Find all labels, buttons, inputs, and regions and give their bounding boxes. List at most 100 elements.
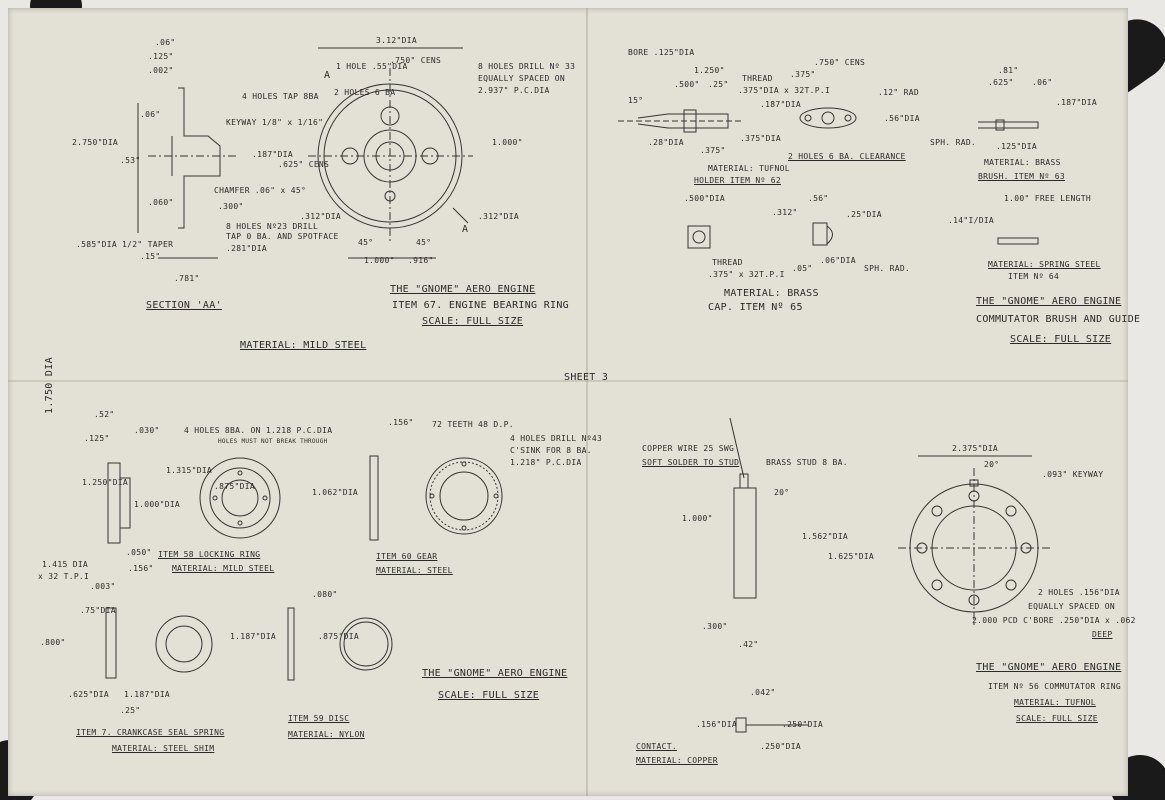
- dim-label: 1.218" P.C.DIA: [510, 458, 582, 467]
- dim-label: .625": [988, 78, 1014, 87]
- item-label: ITEM 59 DISC: [288, 714, 350, 723]
- dim-label: .500"DIA: [684, 194, 725, 203]
- section-label: SECTION 'AA': [146, 300, 222, 311]
- title-line: THE "GNOME" AERO ENGINE: [976, 296, 1122, 307]
- item-label: ITEM 58 LOCKING RING: [158, 550, 261, 559]
- dim-label: .375" x 32T.P.I: [708, 270, 785, 279]
- locking-ring-views: [105, 455, 503, 681]
- dim-label: .56"DIA: [884, 114, 920, 123]
- title-line: THE "GNOME" AERO ENGINE: [422, 668, 568, 679]
- material-note: MATERIAL: BRASS: [984, 158, 1061, 167]
- dim-label: .281"DIA: [226, 244, 267, 253]
- dim-label: .75"DIA: [80, 606, 116, 615]
- section-mark: A: [462, 224, 469, 235]
- dim-label: .05": [792, 264, 813, 273]
- item-label: BRUSH. ITEM Nº 63: [978, 172, 1065, 181]
- title-line: THE "GNOME" AERO ENGINE: [390, 284, 536, 295]
- horizontal-fold: [8, 380, 1128, 382]
- dim-label: .25"DIA: [846, 210, 882, 219]
- dim-label: THREAD: [712, 258, 743, 267]
- dim-label: .125": [148, 52, 174, 61]
- dim-label: .156"DIA: [696, 720, 737, 729]
- dim-label: EQUALLY SPACED ON: [1028, 602, 1115, 611]
- title-line: ITEM 67. ENGINE BEARING RING: [392, 300, 569, 311]
- dim-label: .080": [312, 590, 338, 599]
- dim-label: .300": [702, 622, 728, 631]
- dim-label: .187"DIA: [760, 100, 801, 109]
- dim-label: 8 HOLES Nº23 DRILL: [226, 222, 319, 231]
- material-note: MATERIAL: TUFNOL: [1014, 698, 1096, 707]
- dim-label: .06"DIA: [820, 256, 856, 265]
- dim-label: .53": [120, 156, 141, 165]
- dim-label: 1.315"DIA: [166, 466, 213, 475]
- holder-side-view: [618, 107, 1039, 249]
- dim-label: .003": [90, 582, 116, 591]
- dim-label: 1 HOLE .55"DIA: [336, 62, 408, 71]
- dim-label: 1.000": [364, 256, 395, 265]
- dim-label: 45°: [358, 238, 374, 247]
- dim-label: THREAD: [742, 74, 773, 83]
- dim-label: .56": [808, 194, 829, 203]
- dim-label: .42": [738, 640, 759, 649]
- dim-label: SPH. RAD.: [930, 138, 977, 147]
- dim-label: 1.00" FREE LENGTH: [1004, 194, 1091, 203]
- dim-label: .875"DIA: [318, 632, 359, 641]
- dim-label: .800": [40, 638, 66, 647]
- dim-label: 1.415 DIA: [42, 560, 89, 569]
- dim-label: .375"DIA: [740, 134, 781, 143]
- title-line: SCALE: FULL SIZE: [1010, 334, 1112, 345]
- dim-label: 1.750 DIA: [44, 357, 55, 414]
- dim-label: BORE .125"DIA: [628, 48, 695, 57]
- item-label: ITEM 60 GEAR: [376, 552, 438, 561]
- material-note: MATERIAL: MILD STEEL: [240, 340, 367, 351]
- material-note: MATERIAL: NYLON: [288, 730, 365, 739]
- dim-label: 72 TEETH 48 D.P.: [432, 420, 514, 429]
- material-note: MATERIAL: COPPER: [636, 756, 718, 765]
- dim-label: 1.562"DIA: [802, 532, 849, 541]
- dim-label: 20°: [984, 460, 1000, 469]
- title-line: ITEM Nº 56 COMMUTATOR RING: [988, 682, 1122, 691]
- dim-label: BRASS STUD 8 BA.: [766, 458, 848, 467]
- sheet-label: SHEET 3: [564, 372, 609, 383]
- dim-label: .125": [84, 434, 110, 443]
- dim-label: 1.000": [492, 138, 523, 147]
- vertical-fold: [586, 8, 588, 796]
- dim-label: 1.187"DIA: [124, 690, 171, 699]
- dim-label: .125"DIA: [996, 142, 1037, 151]
- dim-label: SPH. RAD.: [864, 264, 911, 273]
- dim-label: .187"DIA: [1056, 98, 1097, 107]
- item-label: HOLDER ITEM Nº 62: [694, 176, 781, 185]
- dim-label: 1.000": [682, 514, 713, 523]
- dim-label: .875"DIA: [214, 482, 255, 491]
- dim-label: KEYWAY 1/8" x 1/16": [226, 118, 324, 127]
- dim-label: .25": [708, 80, 729, 89]
- dim-label: .916": [408, 256, 434, 265]
- dim-label: .050": [126, 548, 152, 557]
- item-label: CONTACT.: [636, 742, 677, 751]
- dim-label: .042": [750, 688, 776, 697]
- dim-label: .12" RAD: [878, 88, 919, 97]
- dim-label: 3.12"DIA: [376, 36, 417, 45]
- dim-label: .250"DIA: [782, 720, 823, 729]
- dim-label: .312": [772, 208, 798, 217]
- commutator-ring-views: [729, 417, 1050, 733]
- dim-label: .14"I/DIA: [948, 216, 995, 225]
- dim-label: 8 HOLES DRILL Nº 33: [478, 62, 576, 71]
- dim-label: .030": [134, 426, 160, 435]
- dim-label: CHAMFER .06" x 45°: [214, 186, 307, 195]
- dim-label: .375": [790, 70, 816, 79]
- dim-label: .52": [94, 410, 115, 419]
- dim-label: 2.000 PCD C'BORE .250"DIA x .062: [972, 616, 1136, 625]
- dim-label: .06": [155, 38, 176, 47]
- dim-label: .312"DIA: [478, 212, 519, 221]
- dim-label: 1.000"DIA: [134, 500, 181, 509]
- dim-label: 20°: [774, 488, 790, 497]
- dim-label: 4 HOLES DRILL Nº43: [510, 434, 603, 443]
- dim-label: 4 HOLES TAP 8BA: [242, 92, 319, 101]
- dim-label: .625" CENS: [278, 160, 330, 169]
- engineering-drawing-sheet: .06" .125" .002" 2.750"DIA .06" .53" .06…: [8, 8, 1140, 796]
- dim-label: 2.375"DIA: [952, 444, 999, 453]
- dim-label: .25": [120, 706, 141, 715]
- dim-label: 4 HOLES 8BA. ON 1.218 P.C.DIA: [184, 426, 333, 435]
